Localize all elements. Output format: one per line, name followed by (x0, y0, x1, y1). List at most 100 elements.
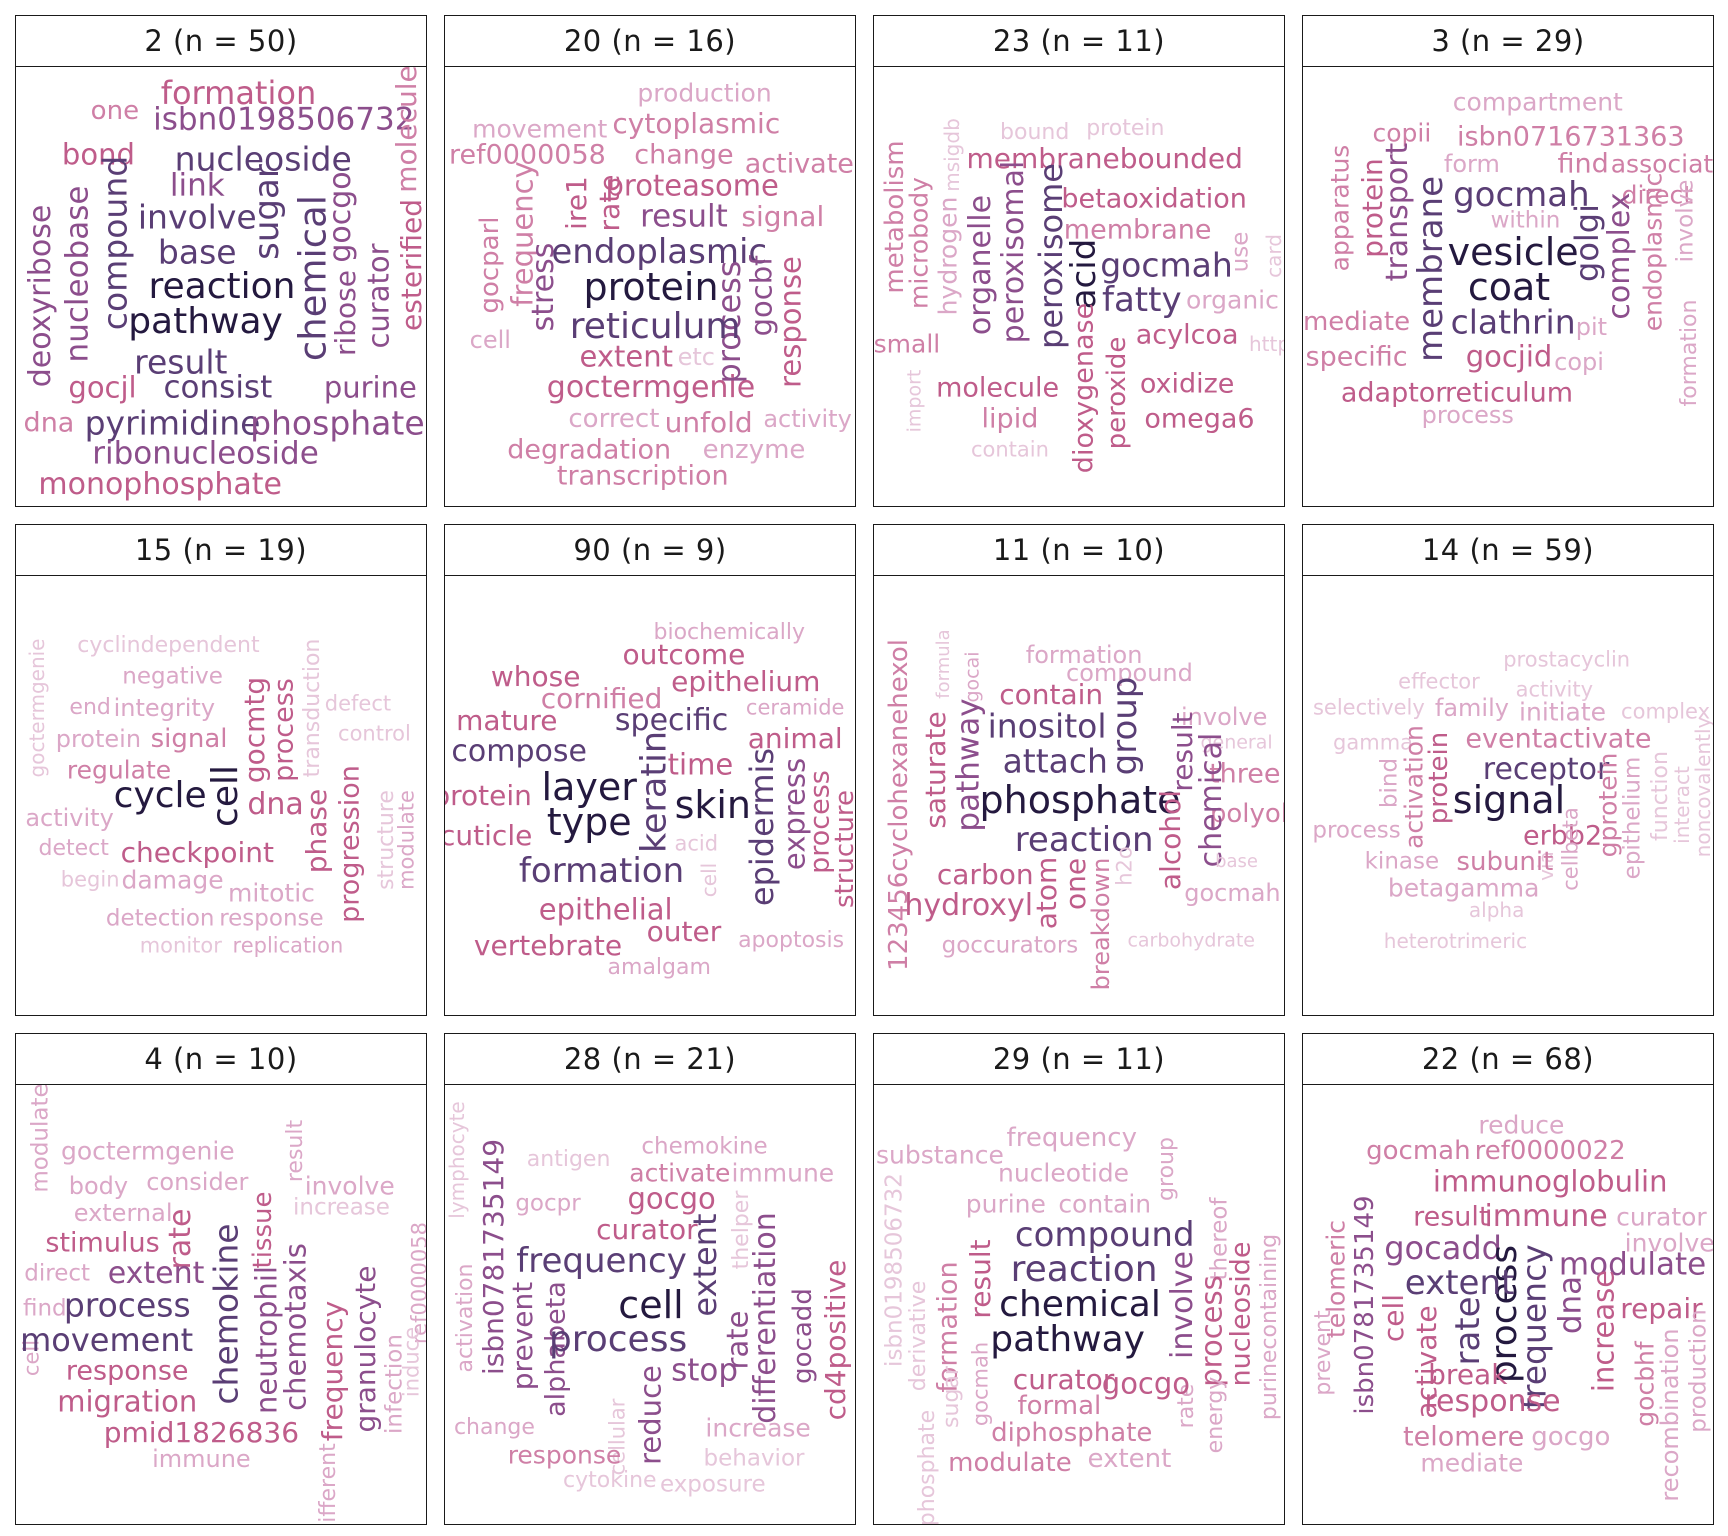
cloud-word: behavior (703, 1445, 805, 1472)
cloud-word: chemical (291, 195, 335, 362)
cloud-word: isbn0198506732 (153, 101, 415, 138)
cloud-word: proteasome (605, 168, 779, 203)
cloud-word: degradation (507, 434, 672, 466)
cloud-word: layer (541, 765, 637, 810)
cloud-word: selectively (1312, 695, 1425, 720)
cloud-word: contain (999, 677, 1104, 711)
cloud-word: compartment (1452, 87, 1623, 117)
cloud-word: whose (490, 660, 581, 694)
cloud-word: nucleobase (59, 185, 96, 363)
cloud-word: cuticle (444, 818, 533, 852)
cloud-word: curator (361, 243, 396, 349)
cloud-word: contain (970, 437, 1049, 462)
cloud-word: goccurators (941, 932, 1079, 959)
cloud-word: signal (741, 199, 825, 233)
cloud-word: migration (57, 1384, 198, 1419)
facet-title: 3 (n = 29) (1302, 15, 1714, 67)
cloud-word: coat (1467, 265, 1551, 309)
cloud-word: extent (579, 339, 673, 374)
cloud-word: goctermgenie (24, 638, 49, 778)
cloud-word: result (134, 342, 228, 382)
cloud-word: production (637, 78, 772, 108)
cloud-word: monitor (139, 933, 222, 958)
cloud-word: bond (61, 137, 135, 172)
cloud-word: contain (1058, 1189, 1152, 1219)
cloud-word: regulate (66, 755, 172, 785)
cloud-word: isbn0198506732 (881, 1172, 908, 1367)
cloud-word: receptor (1482, 751, 1610, 787)
cloud-word: apoptosis (738, 928, 845, 954)
cloud-word: prevent (506, 1281, 540, 1391)
cloud-word: lipid (981, 403, 1039, 435)
cloud-word: nucleoside (174, 139, 352, 179)
cloud-word: alpha (1468, 898, 1525, 923)
cloud-word: isbn0781735149 (477, 1138, 511, 1375)
cloud-word: activity (1515, 677, 1594, 702)
cloud-word: animal (747, 721, 843, 755)
cloud-word: signal (150, 723, 228, 754)
cloud-word: isbn0716731363 (1456, 121, 1685, 153)
cloud-word: base (157, 232, 237, 272)
cloud-word: result (1413, 1201, 1490, 1233)
cloud-word: gocjid (1465, 339, 1553, 374)
cloud-word: involve (1165, 1250, 1200, 1360)
cloud-word: acid (1064, 238, 1105, 310)
cloud-word: skin (674, 782, 752, 827)
cloud-word: energy (1202, 1376, 1228, 1454)
cloud-word: time (667, 747, 734, 782)
cloud-word: purinecontaining (1256, 1233, 1282, 1421)
cloud-word: microbody (904, 177, 934, 309)
cloud-word: progression (334, 765, 366, 924)
facet-title: 11 (n = 10) (873, 524, 1285, 576)
cloud-word: structure (829, 789, 856, 908)
cloud-word: cellbeta (1558, 807, 1583, 891)
cloud-word: cd4positive (819, 1259, 853, 1421)
cloud-word: group (1153, 1136, 1179, 1201)
cloud-word: cell (469, 325, 511, 354)
cloud-word: activity (25, 804, 114, 832)
cloud-word: cyclindependent (77, 633, 260, 659)
cloud-word: process (63, 1285, 191, 1325)
cloud-word: curator (1616, 1202, 1707, 1232)
cloud-word: deoxyribose (22, 204, 58, 388)
cloud-word: membranebounded (966, 142, 1243, 176)
cloud-word: small (873, 329, 941, 359)
cloud-word: compose (451, 734, 587, 769)
cloud-word: checkpoint (120, 836, 274, 870)
cloud-word: dioxygenase (1068, 303, 1100, 474)
cloud-word: correct (568, 404, 660, 434)
cloud-word: interact (1670, 765, 1695, 844)
cloud-word: isbn0781735149 (1349, 1195, 1380, 1415)
facet-title: 20 (n = 16) (444, 15, 856, 67)
cloud-word: repair (1620, 1292, 1703, 1326)
cloud-word: copi (1554, 347, 1604, 376)
cloud-word: ire1 (559, 176, 593, 231)
cloud-word: activity (763, 405, 852, 433)
cloud-word: form (1443, 149, 1500, 178)
cloud-word: rate (1447, 1296, 1488, 1366)
cloud-word: gocbf (744, 255, 779, 337)
cloud-word: purine (965, 1189, 1046, 1219)
cloud-word: reaction (148, 266, 296, 307)
cloud-word: msigdb (940, 118, 965, 192)
cloud-word: amalgam (607, 954, 711, 980)
cloud-word: hydrogen (933, 196, 963, 316)
cloud-word: epithelial (538, 892, 673, 927)
cloud-word: effector (1398, 669, 1480, 694)
cloud-word: unfold (664, 406, 753, 440)
cloud-word: transcription (556, 460, 729, 492)
cloud-word: formula (933, 629, 955, 699)
cloud-word: cell (696, 862, 721, 897)
cloud-word: process (268, 678, 300, 782)
cloud-word: goctermgenie (546, 370, 756, 406)
cloud-word: ref0000058 (407, 1221, 427, 1345)
cloud-word: mediate (1420, 1448, 1524, 1478)
cloud-word: associate (1610, 149, 1714, 179)
cloud-word: production (1685, 1309, 1712, 1433)
cloud-word: omega6 (1144, 403, 1255, 435)
cloud-word: antigen (526, 1146, 611, 1172)
